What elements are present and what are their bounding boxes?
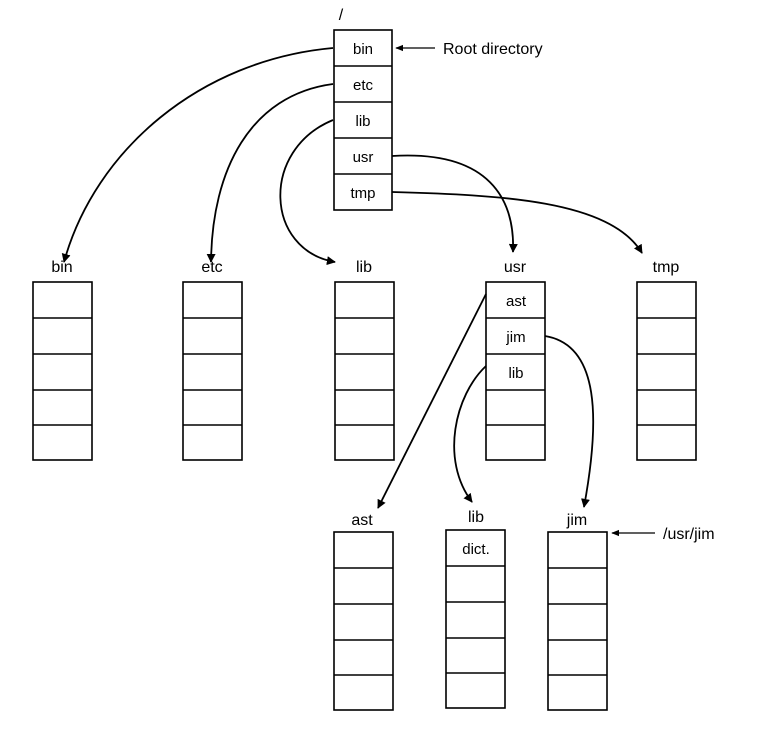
root-entry-usr: usr bbox=[353, 149, 374, 166]
root-directory-label: / bbox=[339, 7, 344, 24]
usr-directory-label: usr bbox=[504, 259, 527, 276]
arrow-usr-jim-to-jim bbox=[544, 335, 595, 508]
bin-directory-label: bin bbox=[51, 259, 72, 276]
etc-directory-box bbox=[182, 281, 243, 461]
arrow-usr-lib-to-lib bbox=[453, 365, 487, 503]
root-annotation: Root directory bbox=[443, 41, 543, 58]
bin-directory-box bbox=[32, 281, 93, 461]
root-directory-box: bin etc lib usr tmp bbox=[333, 29, 393, 211]
usr-lib-directory-label: lib bbox=[468, 509, 484, 526]
arrow-root-etc-to-etc bbox=[206, 83, 334, 263]
jim-path-annotation: /usr/jim bbox=[663, 526, 715, 543]
jim-directory-label: jim bbox=[566, 512, 587, 529]
jim-directory-box bbox=[547, 531, 608, 711]
usr-entry-jim: jim bbox=[505, 329, 525, 346]
root-entry-lib: lib bbox=[355, 113, 370, 130]
arrow-usr-ast-to-ast bbox=[377, 293, 487, 509]
usr-entry-ast: ast bbox=[506, 293, 527, 310]
tmp-directory-box bbox=[636, 281, 697, 461]
arrow-root-tmp-to-tmp bbox=[391, 191, 643, 254]
root-entry-bin: bin bbox=[353, 41, 373, 58]
root-entry-tmp: tmp bbox=[350, 185, 375, 202]
usr-entry-lib: lib bbox=[508, 365, 523, 382]
arrow-root-lib-to-lib bbox=[279, 119, 336, 266]
tmp-directory-label: tmp bbox=[653, 259, 680, 276]
usr-lib-directory-box: dict. bbox=[445, 529, 506, 709]
ast-directory-label: ast bbox=[351, 512, 373, 529]
arrow-root-bin-to-bin bbox=[61, 47, 334, 263]
ast-directory-box bbox=[333, 531, 394, 711]
root-entry-etc: etc bbox=[353, 77, 374, 94]
etc-directory-label: etc bbox=[201, 259, 222, 276]
lib-directory-label: lib bbox=[356, 259, 372, 276]
lib-directory-box bbox=[334, 281, 395, 461]
usr-directory-box: ast jim lib bbox=[485, 281, 546, 461]
usr-lib-entry-dict: dict. bbox=[462, 541, 490, 558]
arrow-root-usr-to-usr bbox=[391, 154, 518, 253]
